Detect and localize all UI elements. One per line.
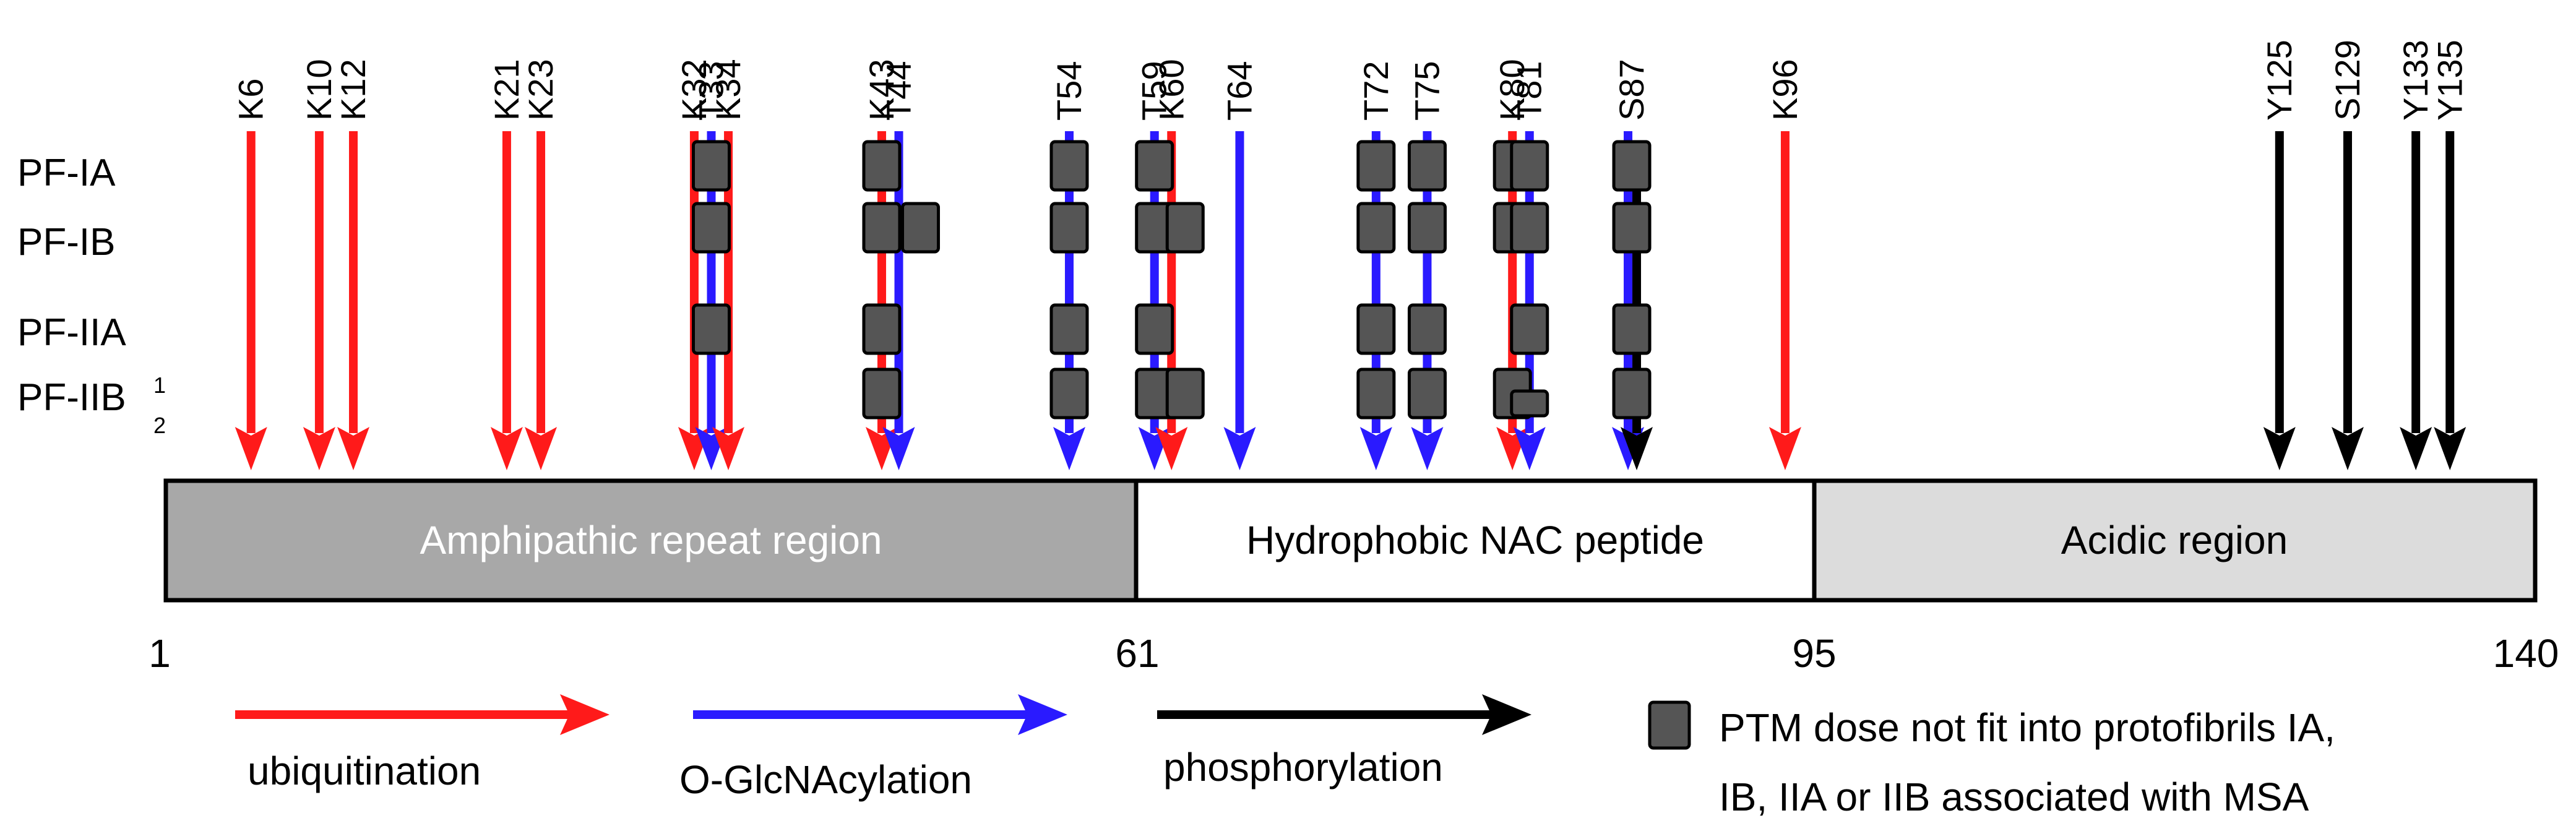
marker-t33-pf-ib [691,202,731,254]
site-label-t81: T81 [1510,61,1549,121]
marker-t72-pf-iib [1356,368,1396,420]
site-label-s87: S87 [1612,59,1651,121]
legend: ubiquitination O-GlcNAcylation phosphory… [235,694,2335,819]
axis-tick-140: 140 [2493,631,2559,676]
row-labels: PF-IA PF-IB PF-IIA PF-IIB 1 2 [17,152,166,438]
row-label-pf-iia: PF-IIA [17,311,126,354]
site-label-k10: K10 [299,59,338,121]
arrow-t64 [1223,131,1256,470]
region-label-amphipathic: Amphipathic repeat region [420,518,882,562]
row-label-pf-ib: PF-IB [17,221,115,264]
region-acidic [1812,478,2538,603]
site-label-k21: K21 [487,59,526,121]
arrow-k23 [525,131,558,470]
axis-ticks: 1 61 95 140 [149,631,2559,676]
marker-t81-pf-ib [1510,202,1549,254]
legend-glcnac-label: O-GlcNAcylation [679,757,972,802]
marker-k60-pf-ib [1165,202,1205,254]
site-label-t75: T75 [1407,61,1446,121]
legend-phosphorylation-arrow [1157,694,1531,735]
row-label-pf-iib: PF-IIB [17,376,126,419]
site-label-t54: T54 [1049,61,1088,121]
row-superscript: 1 [153,372,166,398]
axis-tick-1: 1 [149,631,171,676]
row-subscript: 2 [153,413,166,438]
marker-k43-pf-iib [862,368,902,420]
site-label-t72: T72 [1356,61,1395,121]
arrow-y135 [2434,131,2466,470]
arrow-y125 [2263,131,2296,470]
site-label-k32: K32 [674,59,713,121]
ptm-arrows [235,131,2466,470]
site-label-k60: K60 [1152,59,1191,121]
marker-t72-pf-ia [1356,140,1396,192]
site-label-t44: T44 [879,61,918,121]
marker-t59-pf-iia [1135,303,1174,355]
region-label-acidic: Acidic region [2061,518,2288,562]
legend-ubiquitination-label: ubiquitination [248,749,481,793]
site-label-y135: Y135 [2430,40,2469,121]
region-amphipathic [163,478,1139,603]
legend-glcnac-arrow [693,694,1067,735]
marker-t81-pf-iia [1510,303,1549,355]
protofibril-markers [691,140,1652,420]
site-label-k23: K23 [521,59,560,121]
arrow-k12 [337,131,370,470]
marker-t59-pf-ia [1135,140,1174,192]
marker-t54-pf-ib [1049,202,1089,254]
site-label-t64: T64 [1220,61,1259,121]
arrow-k6 [235,131,267,470]
site-label-k34: K34 [709,59,747,121]
marker-t81-pf-ia [1510,140,1549,192]
marker-k60-pf-iib [1165,368,1205,420]
marker-t54-pf-iia [1049,303,1089,355]
marker-t33-pf-iia [691,303,731,355]
legend-marker-text-2: IB, IIA or IIB associated with MSA [1719,775,2309,819]
site-label-y125: Y125 [2260,40,2299,121]
legend-marker-text-1: PTM dose not fit into protofibrils IA, [1719,705,2335,750]
marker-t44-pf-ib [901,202,941,254]
site-label-s129: S129 [2328,40,2367,121]
arrow-k10 [303,131,335,470]
row-label-pf-ia: PF-IA [17,152,116,194]
marker-k43-pf-iia [862,303,902,355]
axis-tick-61: 61 [1115,631,1159,676]
site-label-k12: K12 [334,59,373,121]
legend-phosphorylation-label: phosphorylation [1163,745,1443,790]
marker-s87-pf-ia [1612,140,1652,192]
marker-s87-pf-ib [1612,202,1652,254]
site-label-k96: K96 [1765,59,1804,121]
marker-t72-pf-iia [1356,303,1396,355]
axis-tick-95: 95 [1792,631,1836,676]
site-label-k43: K43 [862,59,901,121]
marker-t75-pf-iia [1407,303,1447,355]
marker-t75-pf-iib [1407,368,1447,420]
site-label-y133: Y133 [2396,40,2435,121]
marker-s87-pf-iia [1612,303,1652,355]
region-bar: Amphipathic repeat region Hydrophobic NA… [163,478,2538,603]
marker-t75-pf-ib [1407,202,1447,254]
arrow-k21 [490,131,523,470]
site-label-t33: T33 [691,61,730,121]
marker-k43-pf-ia [862,140,902,192]
legend-marker-icon [1648,700,1691,750]
site-label-k6: K6 [231,79,270,121]
marker-t81-pf-iib-2 [1510,389,1549,418]
site-label-t59: T59 [1135,61,1174,121]
marker-s87-pf-iib [1612,368,1652,420]
legend-ubiquitination-arrow [235,694,610,735]
marker-t33-pf-ia [691,140,731,192]
arrow-k96 [1768,131,1801,470]
marker-t75-pf-ia [1407,140,1447,192]
marker-t54-pf-ia [1049,140,1089,192]
marker-t54-pf-iib [1049,368,1089,420]
arrow-y133 [2400,131,2432,470]
arrow-s129 [2331,131,2364,470]
region-label-nac: Hydrophobic NAC peptide [1246,518,1704,562]
site-label-k80: K80 [1493,59,1531,121]
marker-k43-pf-ib [862,202,902,254]
marker-t72-pf-ib [1356,202,1396,254]
